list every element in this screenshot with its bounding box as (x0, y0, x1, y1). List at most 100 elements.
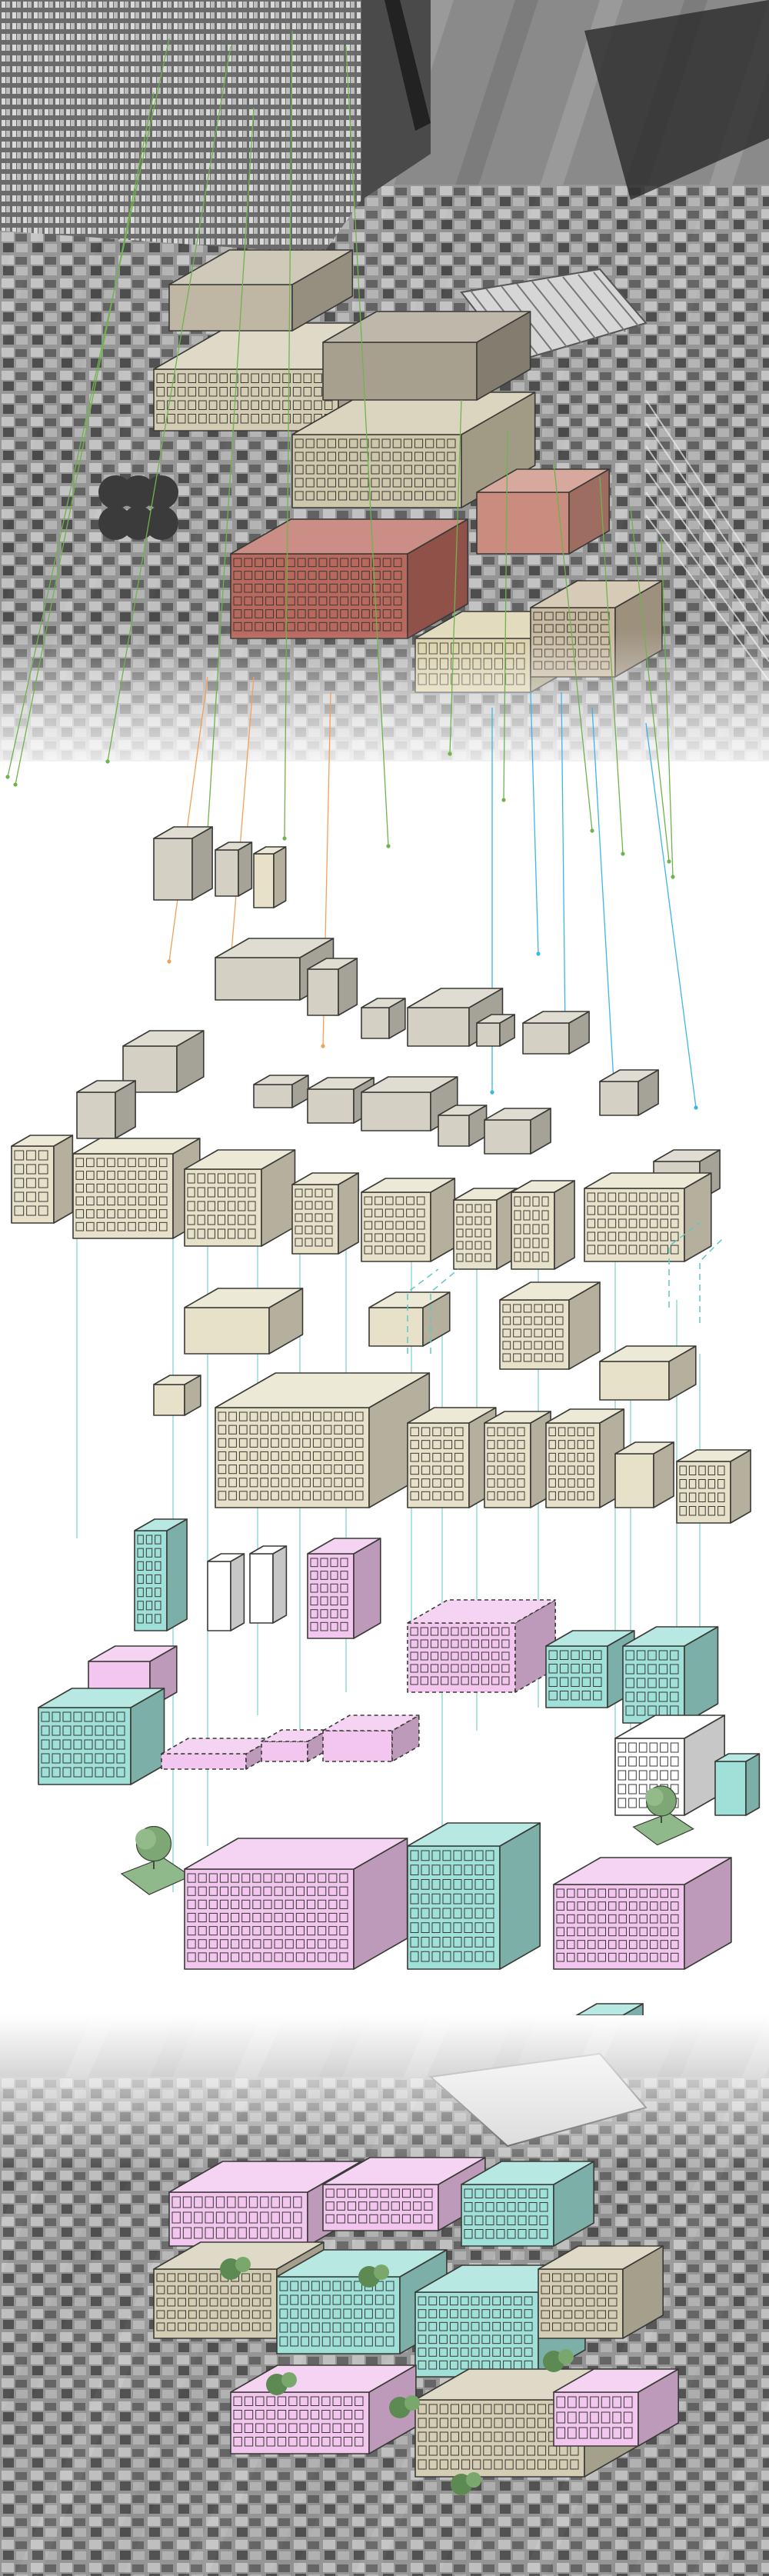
pink-roof-terrace-roof (88, 1645, 178, 1662)
terrace-block-window (406, 1196, 414, 1205)
proposed-pink-base-window (310, 2437, 320, 2447)
gable-house-window (679, 1506, 687, 1516)
warehouse-facade-window (96, 1158, 105, 1168)
pink-gable-building-window (618, 1901, 627, 1911)
proposed-cyan-corner-window (496, 2202, 505, 2212)
pink-apartment-cluster-window (285, 1886, 294, 1896)
townhouse-c-window (568, 1440, 575, 1449)
cyan-courtyard-wing-window (485, 1850, 494, 1861)
proposed-pink-corner (553, 2368, 680, 2447)
main-office-block-window (355, 1438, 364, 1448)
existing-red-brick-building-window (276, 583, 285, 593)
existing-red-brick-building-window (351, 558, 359, 568)
townhouse-b-window (517, 1427, 525, 1437)
cyan-courtyard-wing-window (464, 1908, 473, 1919)
proposed-retained-row-window (198, 2285, 208, 2294)
proposed-cyan-wing-window (290, 2336, 299, 2347)
existing-warehouse-window (447, 491, 456, 501)
slim-block-2-window (523, 1210, 531, 1221)
roof-cap-tiny (153, 1375, 201, 1416)
chapel-facade-window (608, 1231, 617, 1241)
victorian-house-window (26, 1164, 36, 1175)
cyan-gable-window (636, 1705, 646, 1716)
proposed-cyan-corner-window (485, 2202, 494, 2212)
chapel-facade-window (628, 1192, 638, 1202)
proposed-corner-block-window (537, 2445, 547, 2456)
gable-house-window (707, 1506, 716, 1516)
cyan-corner-block-window (105, 1711, 115, 1722)
leader-dot (105, 759, 110, 764)
gable-house-window (707, 1492, 716, 1502)
terrace-roofs-piece-roof (215, 938, 335, 958)
pink-gable-building-window (671, 1888, 679, 1898)
proposed-corner-block-window (526, 2404, 535, 2414)
proposed-pink-base-window (332, 2437, 341, 2447)
pink-apartment-cluster-window (263, 1899, 272, 1909)
station-roof-rib (578, 274, 626, 332)
proposed-retained-block-window (585, 2310, 595, 2319)
main-office-block-window (228, 1491, 237, 1501)
cyan-gable-window (670, 1678, 679, 1688)
cyan-gable-window (647, 1650, 657, 1661)
factory-block-window (238, 1173, 246, 1184)
proposed-cyan-block-window (503, 2309, 511, 2318)
existing-terrace-row-window (167, 387, 175, 397)
pink-gable-building-window (629, 1901, 638, 1911)
new-slim-tower-window (137, 1535, 144, 1545)
cyan-corner-block-window (52, 1725, 61, 1736)
slim-block-window (474, 1253, 482, 1262)
main-office-block-window (271, 1425, 279, 1435)
gable-house-window (679, 1492, 687, 1502)
cyan-courtyard-wing-window (464, 1850, 473, 1861)
proposed-pink-corner-window (612, 2427, 621, 2439)
factory-block-window (248, 1215, 256, 1225)
pink-gable-building-window (598, 1888, 606, 1898)
cyan-courtyard-wing-window (410, 1893, 419, 1905)
slim-block-window (456, 1228, 464, 1238)
proposed-pink-terrace-window (171, 2196, 181, 2208)
cyan-courtyard-wing-window (442, 1879, 451, 1890)
cyan-gable-window (647, 1691, 657, 1702)
new-slim-tower-window (155, 1588, 161, 1598)
cyan-corner-block-window (95, 1739, 104, 1750)
proposed-pink-base-window (343, 2423, 353, 2433)
middle-block-window (305, 1201, 313, 1210)
townhouse-b-window (497, 1491, 505, 1501)
townhouse-c-window (587, 1491, 594, 1501)
cyan-corner-block-window (116, 1739, 125, 1750)
pink-apartment-cluster-window (208, 1939, 218, 1949)
existing-terrace-row-window (292, 387, 301, 397)
new-slim-tower-window (155, 1601, 161, 1611)
pink-gable-building-window (608, 1940, 617, 1949)
pink-apartment-cluster-window (306, 1873, 316, 1883)
proposed-pink-corner-window (556, 2396, 566, 2408)
proposed-pink-corner-window (556, 2427, 566, 2439)
cyan-gable-window (647, 1664, 657, 1675)
proposed-pink-terrace-window (227, 2227, 236, 2239)
cyan-corner-block-window (105, 1739, 115, 1750)
cyan-gable-window (625, 1678, 634, 1688)
existing-terrace-row-window (292, 373, 301, 383)
cyan-corner-block-window (116, 1711, 125, 1722)
pink-gable-building-window (556, 1914, 564, 1924)
existing-red-brick-building-window (351, 609, 359, 618)
terrace-block-window (384, 1233, 394, 1242)
cyan-courtyard-wing-window (431, 1922, 441, 1933)
roof-box-c-front (438, 1115, 470, 1147)
pink-gable-building-window (660, 1888, 668, 1898)
proposed-cyan-corner-window (507, 2202, 516, 2212)
existing-warehouse-window (305, 465, 315, 475)
proposed-cyan-block-window (439, 2360, 448, 2370)
townhouse-b-window (507, 1491, 515, 1501)
proposed-cyan-block-window (471, 2309, 480, 2318)
pink-gable-building-window (608, 1927, 617, 1937)
proposed-retained-block (538, 2245, 664, 2339)
existing-red-brick-building-window (308, 596, 317, 606)
proposed-pink-roof-window (336, 2188, 345, 2198)
cyan-courtyard-wing-window (442, 1922, 451, 1933)
pink-apartment-cluster-window (263, 1912, 272, 1923)
proposed-pink-terrace-window (227, 2211, 236, 2224)
proposed-pink-terrace-window (281, 2211, 291, 2224)
pink-tall-block-window (330, 1596, 338, 1606)
